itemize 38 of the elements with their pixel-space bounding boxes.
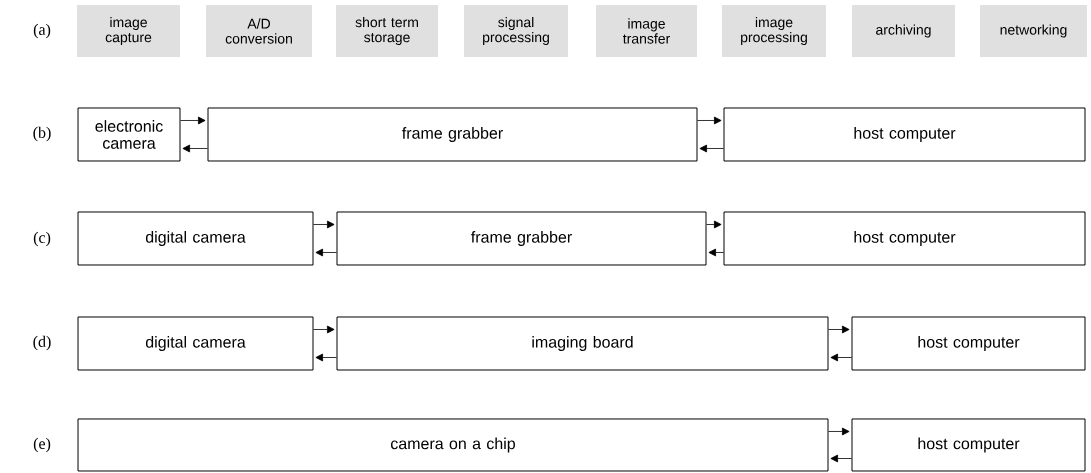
stage-box: archiving: [852, 5, 955, 57]
row-label: (a): [33, 23, 51, 39]
arrow: [828, 427, 850, 436]
arrow: [697, 116, 722, 125]
component-box: camera on a chip: [77, 418, 829, 472]
arrow: [180, 116, 206, 125]
arrow: [313, 325, 335, 334]
arrow: [828, 325, 850, 334]
arrow: [830, 353, 852, 362]
stage-box: signal processing: [464, 5, 568, 57]
stage-box: image transfer: [596, 5, 697, 57]
component-box: frame grabber: [207, 107, 698, 162]
stage-box: networking: [980, 5, 1087, 57]
component-box: digital camera: [77, 211, 314, 266]
arrow: [182, 144, 208, 153]
component-box: electronic camera: [77, 107, 181, 162]
arrow: [315, 248, 337, 257]
stage-box: image capture: [77, 5, 180, 57]
row-label: (b): [33, 126, 51, 142]
stage-box: A/D conversion: [206, 5, 312, 57]
component-box: host computer: [723, 211, 1086, 266]
component-box: host computer: [851, 418, 1086, 472]
stage-box: image processing: [722, 5, 826, 57]
component-box: host computer: [723, 107, 1086, 162]
arrow: [706, 220, 722, 229]
arrow: [708, 248, 724, 257]
component-box: digital camera: [77, 316, 314, 371]
row-label: (d): [33, 335, 51, 351]
arrow: [313, 220, 335, 229]
component-box: frame grabber: [336, 211, 707, 266]
row-label: (c): [33, 231, 51, 247]
arrow: [699, 144, 724, 153]
arrow: [830, 454, 852, 463]
arrow: [315, 353, 337, 362]
stage-box: short term storage: [336, 5, 438, 57]
row-label: (e): [33, 437, 51, 453]
component-box: host computer: [851, 316, 1086, 371]
component-box: imaging board: [336, 316, 829, 371]
